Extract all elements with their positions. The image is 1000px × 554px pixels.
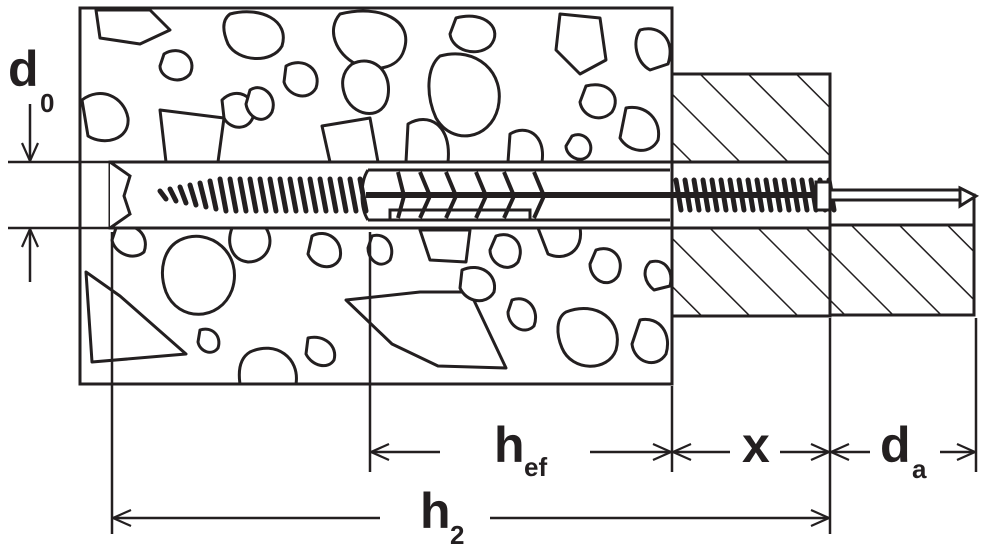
label-da: d a: [880, 417, 927, 484]
label-h2-sub: 2: [450, 520, 464, 550]
screw-thread: [267, 176, 279, 214]
label-hef-main: h: [494, 417, 525, 473]
dimension-labels: d 0 h ef x d a h 2: [8, 41, 927, 550]
screw-thread: [227, 176, 239, 214]
screw-thread: [337, 176, 349, 214]
label-d0-main: d: [8, 41, 39, 97]
screw-thread: [357, 176, 369, 214]
screw-thread: [327, 176, 339, 214]
screw-thread: [187, 182, 199, 208]
screw-thread: [297, 176, 309, 214]
screw-thread: [347, 176, 359, 214]
screw-thread: [157, 188, 169, 202]
label-d0: d 0: [8, 41, 54, 118]
drill-hole-tip: [109, 160, 132, 230]
screw-thread: [217, 176, 229, 214]
label-da-sub: a: [912, 454, 927, 484]
screw-thread: [177, 184, 189, 206]
screw-thread: [257, 176, 269, 214]
dimension-lines: [8, 104, 978, 534]
label-h2-main: h: [420, 483, 451, 539]
attachment-part: [828, 193, 976, 317]
screw-thread: [307, 176, 319, 214]
fixture-part: [670, 72, 832, 318]
label-hef-sub: ef: [524, 452, 547, 482]
screw-thread: [197, 180, 209, 210]
screw-thread: [277, 176, 289, 214]
label-h2: h 2: [420, 483, 464, 550]
label-da-main: d: [880, 417, 911, 473]
screw-head: [958, 185, 980, 209]
screw-thread: [207, 178, 219, 212]
label-d0-sub: 0: [40, 88, 54, 118]
screw-thread: [167, 186, 179, 204]
screw-thread: [237, 176, 249, 214]
label-hef: h ef: [494, 417, 547, 482]
screw-thread: [247, 176, 259, 214]
label-x: x: [742, 417, 770, 473]
aggregate-stones: [80, 8, 672, 384]
screw-collar: [814, 180, 832, 212]
screw: [157, 176, 980, 214]
screw-thread: [287, 176, 299, 214]
screw-thread: [317, 176, 329, 214]
